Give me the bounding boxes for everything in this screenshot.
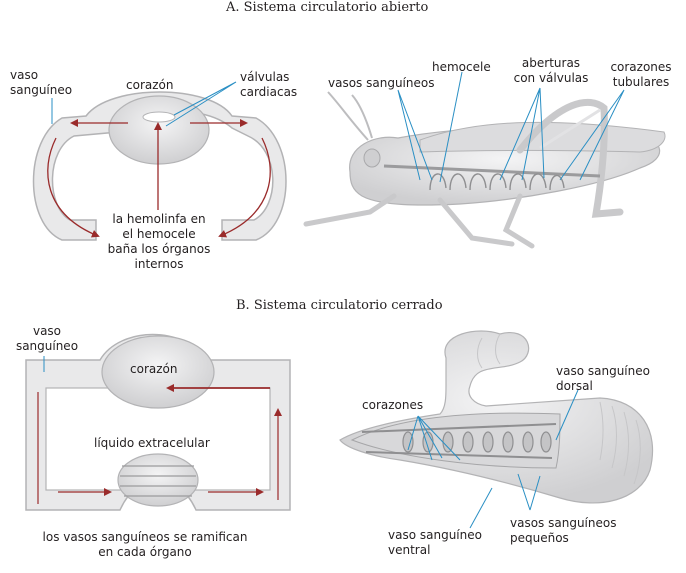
label-openings: aberturas con válvulas [513,56,589,85]
flow-arrow-down-left [47,137,100,238]
capillary-bed [117,453,199,507]
label-hearts-a: corazones tubulares [610,60,672,89]
label-vessels-a: vasos sanguíneos [328,76,435,90]
leader-openings [499,87,545,181]
open-vessel-loop [32,91,287,241]
leader-valves-a [165,81,237,127]
grasshopper-illustration [303,71,666,249]
label-valves: válvulas cardiacas [240,70,298,99]
flow-arrow-down-right [218,137,271,238]
leader-hearts-a [559,89,625,181]
valve-opening [142,111,176,123]
open-system-schematic [32,81,287,241]
closed-system-schematic [25,333,291,511]
leader-ventral [469,487,493,529]
label-dorsal: vaso sanguíneo dorsal [556,364,650,393]
worm-hearts [402,431,552,453]
label-hearts-b: corazones [362,398,424,412]
label-hemocoel: hemocele [432,60,491,74]
section-b-title: B. Sistema circulatorio cerrado [236,298,443,313]
label-vessel-b: vaso sanguíneo [15,324,79,353]
label-ventral: vaso sanguíneo ventral [388,528,482,557]
tubular-hearts [429,173,565,191]
leader-small-vessels [517,473,541,511]
earthworm-illustration [339,330,654,529]
label-heart-b: corazón [130,362,178,376]
leader-hearts-b [407,415,461,461]
label-vessel-a: vaso sanguíneo [10,68,73,97]
label-heart-a: corazón [126,78,174,92]
leader-dorsal [555,389,579,441]
label-hemolymph: la hemolinfa en el hemocele baña los órg… [107,212,211,271]
heart-shape-b [101,335,215,409]
section-a-title: A. Sistema circulatorio abierto [226,0,429,15]
heart-shape-a [108,95,210,165]
leader-hemocoel [439,71,463,183]
label-small-vessels: vasos sanguíneos pequeños [510,516,617,545]
leader-vessels-a [397,89,433,181]
label-fluid: líquido extracelular [94,436,210,450]
caption-branching: los vasos sanguíneos se ramifican en cad… [42,530,248,559]
